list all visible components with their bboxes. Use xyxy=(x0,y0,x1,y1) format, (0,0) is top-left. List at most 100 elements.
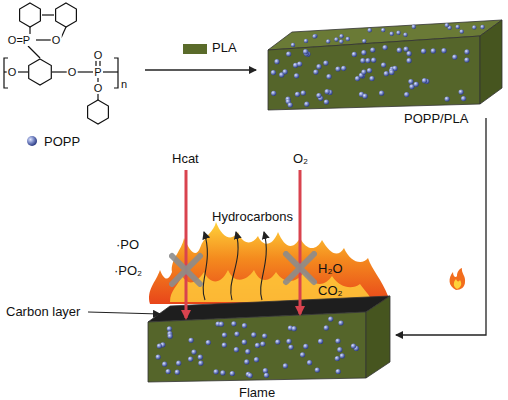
hydrocarbon-arrows xyxy=(203,232,266,300)
text-label: Hydrocarbons xyxy=(212,210,293,224)
popp-particle xyxy=(254,357,259,362)
chemical-structure xyxy=(4,15,118,100)
popp-particle xyxy=(312,34,316,38)
popp-particle xyxy=(460,29,464,33)
atom-label: O xyxy=(51,34,62,46)
popp-particle xyxy=(198,355,203,360)
popp-particle xyxy=(461,96,466,101)
popp-particle xyxy=(242,323,247,328)
popp-particle xyxy=(404,47,409,52)
popp-particle xyxy=(326,39,330,43)
popp-particle xyxy=(291,43,295,47)
popp-particle xyxy=(352,52,357,57)
popp-particle xyxy=(288,345,293,350)
popp-particle xyxy=(222,333,227,338)
popp-particle xyxy=(191,350,196,355)
popp-particle xyxy=(422,78,427,83)
popp-particle xyxy=(351,344,356,349)
popp-particle xyxy=(303,49,308,54)
text-label: Flame xyxy=(239,386,275,400)
popp-particle xyxy=(459,90,464,95)
atom-label: O xyxy=(93,49,104,61)
text-label: CO₂ xyxy=(318,284,343,298)
fire-icon xyxy=(450,268,466,290)
popp-particle xyxy=(339,39,343,43)
popp-particle xyxy=(251,332,256,337)
popp-particle xyxy=(167,326,172,331)
popp-particle xyxy=(260,341,265,346)
popp-particle xyxy=(157,343,162,348)
popp-particle xyxy=(175,370,180,375)
popp-particle xyxy=(206,340,211,345)
popp-particle xyxy=(219,322,224,327)
benzene-ring xyxy=(20,3,41,27)
popp-particle xyxy=(274,59,279,64)
popp-particle xyxy=(244,359,249,364)
popp-particle xyxy=(214,369,219,374)
popp-particle xyxy=(371,58,376,63)
popp-particle xyxy=(340,353,345,358)
popp-particle xyxy=(231,321,236,326)
popp-particle xyxy=(316,64,321,69)
popp-particle xyxy=(408,79,413,84)
popp-particle xyxy=(383,45,388,50)
popp-particle xyxy=(472,25,476,29)
popp-particle xyxy=(407,51,412,56)
popp-particle xyxy=(156,354,161,359)
popp-particle xyxy=(381,28,385,32)
popp-particle xyxy=(335,356,340,361)
popp-particle xyxy=(303,344,308,349)
popp-particle xyxy=(297,61,302,66)
popp-particle xyxy=(162,362,167,367)
popp-particle xyxy=(341,66,346,71)
popp-particle xyxy=(325,89,330,94)
popp-particle xyxy=(456,25,460,29)
benzene-ring xyxy=(88,100,109,124)
popp-particle xyxy=(288,102,293,107)
popp-particle xyxy=(316,93,321,98)
popp-particle xyxy=(412,25,416,29)
atom-label: O xyxy=(67,66,78,78)
popp-particle xyxy=(292,326,297,331)
popp-particle xyxy=(264,373,269,378)
popp-particle xyxy=(286,339,291,344)
popp-particle xyxy=(365,58,370,63)
popp-particle xyxy=(367,68,372,73)
popp-particle xyxy=(234,347,239,352)
legend-swatch xyxy=(183,44,207,54)
popp-particle xyxy=(189,338,194,343)
popp-particle xyxy=(315,367,320,372)
popp-particle xyxy=(390,32,394,36)
atom-label: O xyxy=(93,82,104,94)
popp-particle xyxy=(381,62,386,67)
popp-particle xyxy=(368,28,372,32)
block-mark xyxy=(172,254,314,284)
popp-particle xyxy=(324,99,329,104)
popp-particle xyxy=(360,58,365,63)
popp-particle xyxy=(421,49,426,54)
popp-particle xyxy=(464,57,469,62)
popp-particle xyxy=(397,48,402,53)
legend-text: PLA xyxy=(212,41,237,55)
popp-particle xyxy=(230,371,235,376)
popp-particle xyxy=(295,92,300,97)
popp-particle xyxy=(255,343,260,348)
popp-particle xyxy=(445,96,450,101)
flame-retarded-block xyxy=(148,296,390,382)
benzene-ring xyxy=(56,3,77,27)
popp-particle xyxy=(396,31,400,35)
popp-particle xyxy=(286,51,291,56)
popp-particle xyxy=(403,33,407,37)
popp-particle xyxy=(301,90,306,95)
popp-particle xyxy=(283,363,288,368)
popp-particle xyxy=(271,91,276,96)
popp-particle xyxy=(271,70,276,75)
popp-particle xyxy=(275,339,280,344)
popp-particle xyxy=(307,360,312,365)
text-label: Hcat xyxy=(172,152,199,166)
legend-text: POPP xyxy=(44,135,80,149)
atom-label: P xyxy=(93,66,102,78)
popp-particle xyxy=(245,349,250,354)
benzene-ring xyxy=(29,59,52,85)
